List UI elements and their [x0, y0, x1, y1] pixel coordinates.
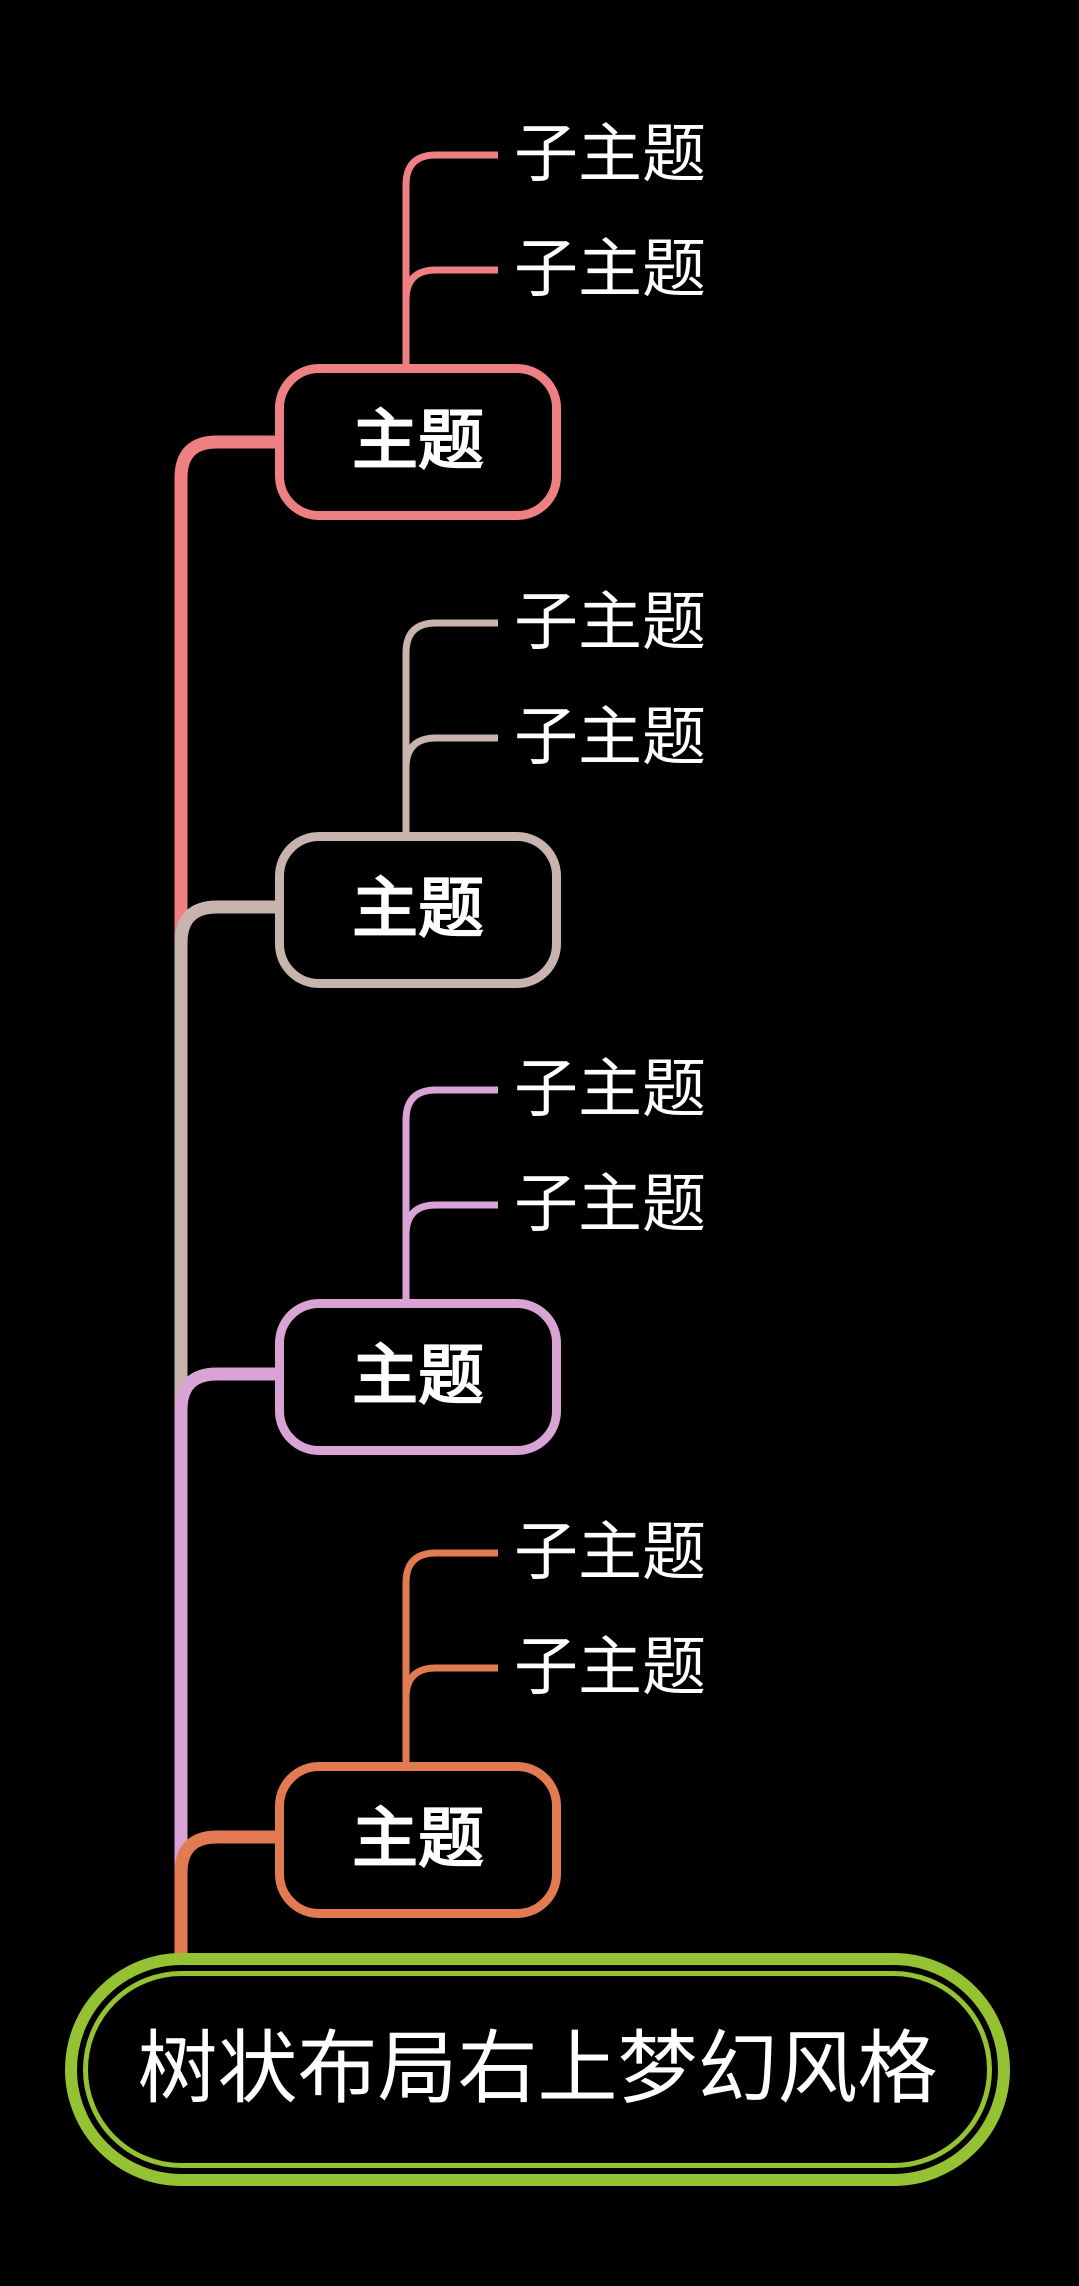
subtopic-connector-4-1: [402, 1549, 498, 1769]
subtopic-node-1-2[interactable]: 子主题: [514, 234, 706, 305]
subtopic-node-4-1[interactable]: 子主题: [514, 1517, 706, 1588]
subtopic-node-4-2[interactable]: 子主题: [514, 1632, 706, 1703]
subtopic-connector-2-1: [402, 619, 498, 839]
subtopic-connector-4-2: [402, 1664, 498, 1769]
subtopic-connector-1-2: [402, 266, 498, 371]
topic-node-1-label: 主题: [352, 405, 484, 478]
root-node-label: 树状布局右上梦幻风格: [137, 2025, 938, 2114]
topic-node-3-label: 主题: [352, 1340, 484, 1413]
topic-node-1[interactable]: 主题: [275, 364, 561, 520]
topic-node-4-label: 主题: [352, 1803, 484, 1876]
subtopic-node-2-1[interactable]: 子主题: [514, 587, 706, 658]
topic-node-2[interactable]: 主题: [275, 832, 561, 988]
subtopic-node-1-1[interactable]: 子主题: [514, 119, 706, 190]
subtopic-connector-1-1: [402, 151, 498, 371]
branch-connector-2: [174, 900, 275, 1958]
topic-node-3[interactable]: 主题: [275, 1299, 561, 1455]
subtopic-connector-3-1: [402, 1086, 498, 1306]
subtopic-node-3-1[interactable]: 子主题: [514, 1054, 706, 1125]
topic-node-4[interactable]: 主题: [275, 1762, 561, 1918]
subtopic-connector-3-2: [402, 1201, 498, 1306]
subtopic-node-3-2[interactable]: 子主题: [514, 1169, 706, 1240]
subtopic-connector-2-2: [402, 734, 498, 839]
topic-node-2-label: 主题: [352, 873, 484, 946]
subtopic-node-2-2[interactable]: 子主题: [514, 702, 706, 773]
branch-connector-3: [174, 1367, 275, 1958]
root-node[interactable]: 树状布局右上梦幻风格: [65, 1953, 1010, 2186]
branch-connector-4: [174, 1830, 275, 1958]
branch-connector-1: [174, 435, 275, 1958]
